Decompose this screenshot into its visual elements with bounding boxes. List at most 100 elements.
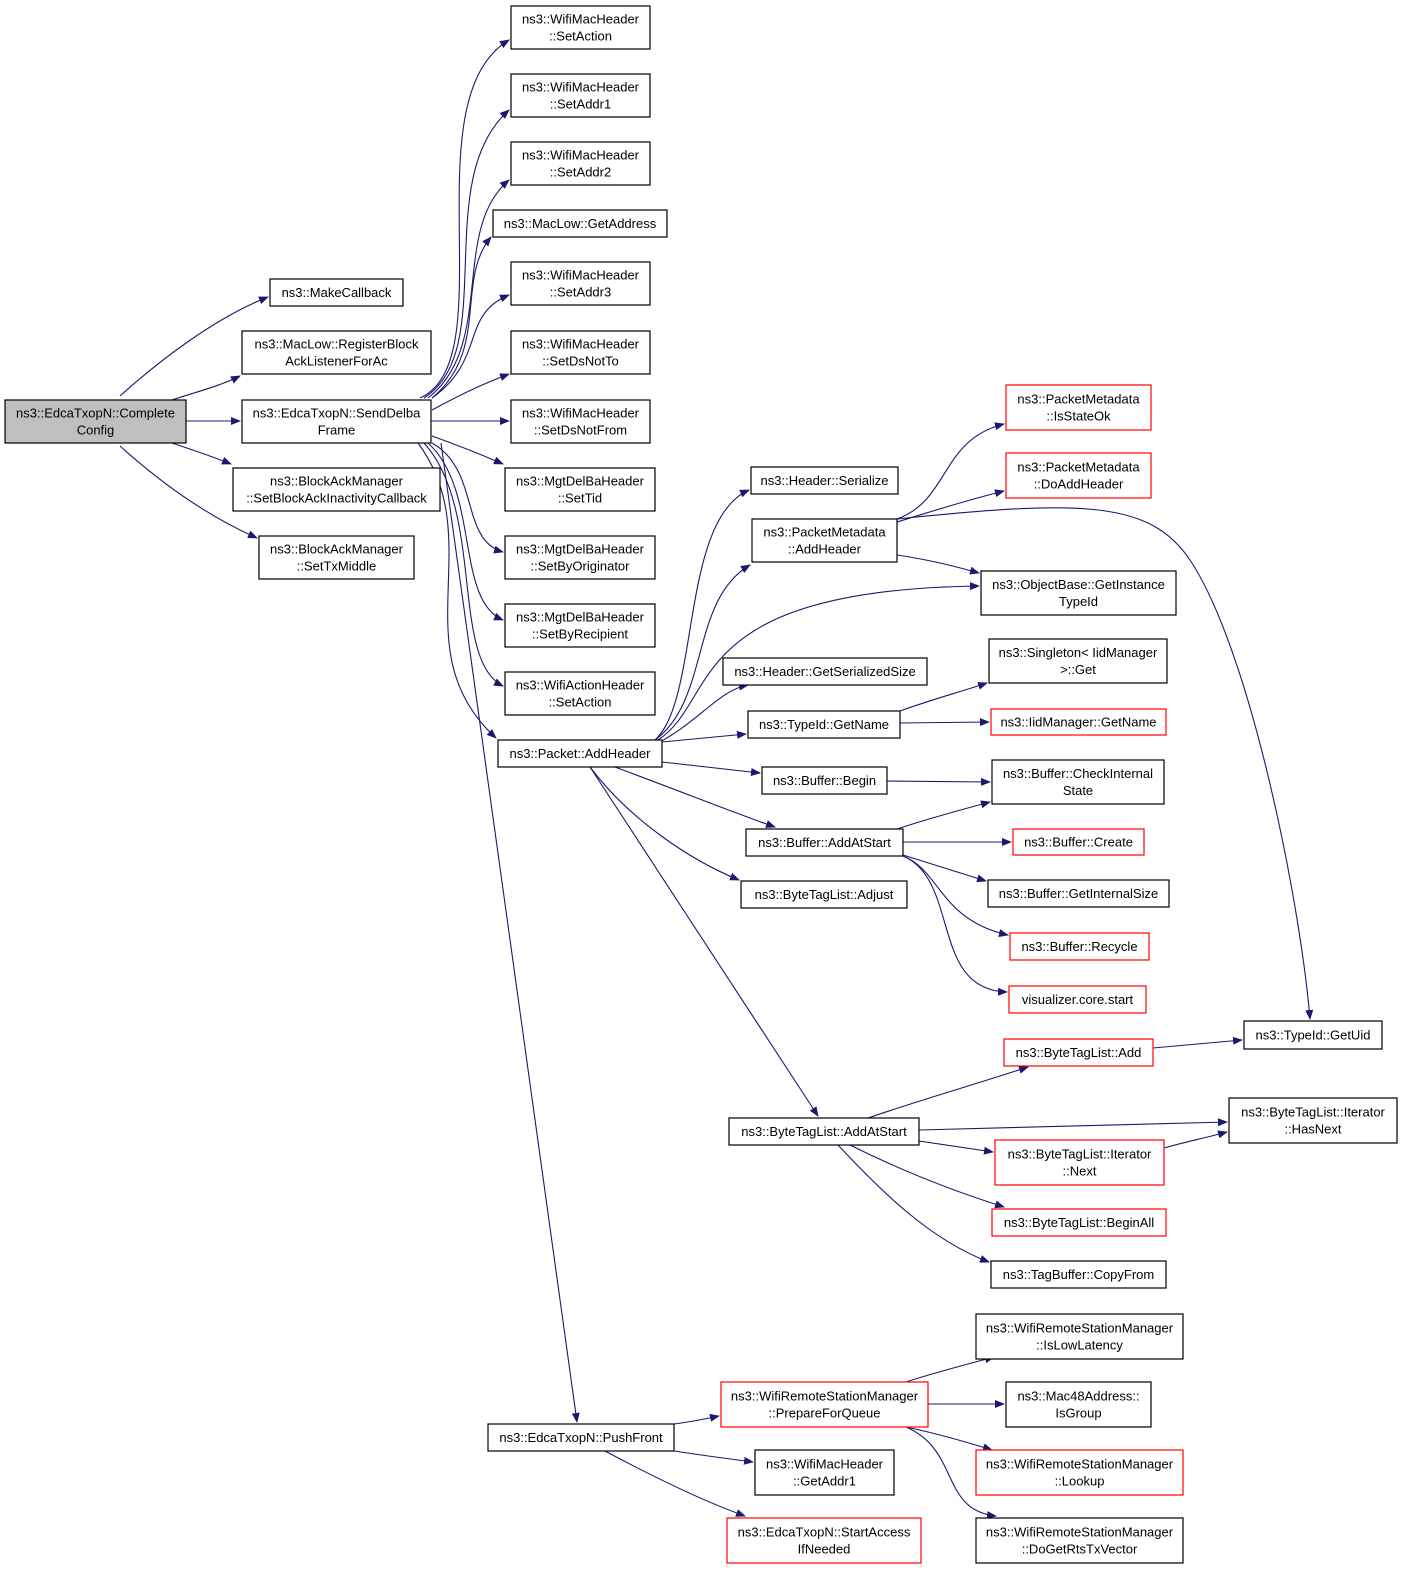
node-mac48-is-group[interactable]: ns3::Mac48Address::IsGroup [1005, 1381, 1152, 1428]
edge-bytetaglist_add_at_start-to-bytetaglist_add [867, 1066, 1029, 1119]
edge-send_delba_frame-to-push_front [440, 442, 580, 1423]
node-bytetaglist-add-at-start[interactable]: ns3::ByteTagList::AddAtStart [728, 1117, 920, 1146]
node-label: ::SetTid [558, 491, 602, 506]
node-wifi-action-set-action[interactable]: ns3::WifiActionHeader::SetAction [504, 671, 656, 716]
node-make-callback[interactable]: ns3::MakeCallback [269, 278, 404, 307]
edge-arrow [1152, 1036, 1243, 1049]
node-box [492, 209, 668, 238]
node-label: ns3::WifiMacHeader [522, 268, 640, 283]
node-label: ns3::WifiMacHeader [522, 406, 640, 421]
node-visualizer-core-start[interactable]: visualizer.core.start [1008, 985, 1147, 1014]
node-bytetaglist-add[interactable]: ns3::ByteTagList::Add [1003, 1038, 1154, 1067]
node-bytetaglist-begin-all[interactable]: ns3::ByteTagList::BeginAll [991, 1208, 1167, 1237]
node-header-serialize[interactable]: ns3::Header::Serialize [750, 466, 899, 495]
node-metadata-do-add-header[interactable]: ns3::PacketMetadata::DoAddHeader [1005, 452, 1152, 499]
node-box [258, 535, 415, 580]
edge-arrow [431, 442, 504, 554]
node-box [497, 739, 663, 768]
node-metadata-add-header[interactable]: ns3::PacketMetadata::AddHeader [751, 518, 898, 563]
edge-arrow [896, 507, 1314, 1020]
node-box [740, 880, 908, 909]
node-set-ds-not-from[interactable]: ns3::WifiMacHeader::SetDsNotFrom [510, 399, 651, 444]
node-is-low-latency[interactable]: ns3::WifiRemoteStationManager::IsLowLate… [975, 1313, 1184, 1360]
node-set-addr2[interactable]: ns3::WifiMacHeader::SetAddr2 [510, 141, 651, 186]
node-tagbuffer-copy-from[interactable]: ns3::TagBuffer::CopyFrom [990, 1260, 1167, 1289]
node-box [510, 261, 651, 306]
node-box [4, 399, 187, 444]
edge-arrow [899, 718, 990, 727]
node-get-addr1[interactable]: ns3::WifiMacHeader::GetAddr1 [754, 1449, 895, 1496]
node-label: ns3::WifiRemoteStationManager [731, 1389, 919, 1404]
node-prepare-for-queue[interactable]: ns3::WifiRemoteStationManager::PrepareFo… [720, 1381, 929, 1428]
node-label: ns3::Header::Serialize [761, 473, 889, 488]
node-label: ::SetAddr2 [550, 165, 611, 180]
node-register-block-ack[interactable]: ns3::MacLow::RegisterBlockAckListenerFor… [241, 330, 432, 375]
edge-arrow [171, 442, 232, 465]
edge-arrow [918, 1118, 1228, 1131]
edge-arrow [902, 855, 1008, 996]
edge-send_delba_frame-to-set_addr3 [431, 294, 510, 399]
node-singleton-get[interactable]: ns3::Singleton< IidManager>::Get [988, 638, 1168, 684]
node-set-tx-middle[interactable]: ns3::BlockAckManager::SetTxMiddle [258, 535, 415, 580]
node-push-front[interactable]: ns3::EdcaTxopN::PushFront [487, 1423, 675, 1452]
node-box [751, 518, 898, 563]
node-set-action-mac[interactable]: ns3::WifiMacHeader::SetAction [510, 5, 651, 50]
node-set-by-recipient[interactable]: ns3::MgtDelBaHeader::SetByRecipient [504, 603, 656, 648]
node-box [1228, 1097, 1398, 1144]
edge-arrow [589, 766, 740, 881]
edge-arrow [171, 375, 241, 401]
edge-layer [119, 39, 1314, 1520]
node-label: ns3::Buffer::Begin [773, 773, 876, 788]
node-buffer-add-at-start[interactable]: ns3::Buffer::AddAtStart [745, 828, 904, 857]
edge-prepare_for_queue-to-do_get_rts_tx_vector [905, 1426, 997, 1520]
node-iidmanager-get-name[interactable]: ns3::IidManager::GetName [990, 708, 1167, 736]
node-do-get-rts-tx-vector[interactable]: ns3::WifiRemoteStationManager::DoGetRtsT… [975, 1517, 1184, 1564]
node-set-by-originator[interactable]: ns3::MgtDelBaHeader::SetByOriginator [504, 535, 656, 580]
node-header-get-serialized-size[interactable]: ns3::Header::GetSerializedSize [722, 657, 928, 686]
node-set-addr3[interactable]: ns3::WifiMacHeader::SetAddr3 [510, 261, 651, 306]
edge-send_delba_frame-to-set_addr2 [427, 179, 510, 399]
node-buffer-recycle[interactable]: ns3::Buffer::Recycle [1009, 932, 1150, 961]
node-set-block-ack-inactivity[interactable]: ns3::BlockAckManager::SetBlockAckInactiv… [232, 467, 441, 512]
node-label: ns3::PacketMetadata [1017, 460, 1140, 475]
node-box [241, 330, 432, 375]
edge-arrow [657, 582, 980, 741]
node-box [747, 710, 901, 739]
node-typeid-get-name[interactable]: ns3::TypeId::GetName [747, 710, 901, 739]
node-box [994, 1139, 1165, 1186]
node-label: ::SetAction [549, 29, 612, 44]
node-bytetaglist-adjust[interactable]: ns3::ByteTagList::Adjust [740, 880, 908, 909]
node-label: ns3::WifiActionHeader [516, 678, 645, 693]
node-packet-add-header[interactable]: ns3::Packet::AddHeader [497, 739, 663, 768]
node-label: ns3::ByteTagList::Add [1016, 1045, 1142, 1060]
edge-bytetaglist_add_at_start-to-iterator_has_next [918, 1118, 1228, 1131]
node-typeid-get-uid[interactable]: ns3::TypeId::GetUid [1243, 1020, 1383, 1050]
node-set-addr1[interactable]: ns3::WifiMacHeader::SetAddr1 [510, 73, 651, 118]
node-label: ns3::BlockAckManager [270, 474, 404, 489]
edge-send_delba_frame-to-maclow_get_address [431, 236, 492, 399]
node-set-tid[interactable]: ns3::MgtDelBaHeader::SetTid [504, 467, 656, 512]
node-iterator-has-next[interactable]: ns3::ByteTagList::Iterator::HasNext [1228, 1097, 1398, 1144]
node-iterator-next[interactable]: ns3::ByteTagList::Iterator::Next [994, 1139, 1165, 1186]
node-manager-lookup[interactable]: ns3::WifiRemoteStationManager::Lookup [975, 1449, 1184, 1496]
edge-arrow [604, 1450, 746, 1517]
node-buffer-create[interactable]: ns3::Buffer::Create [1012, 828, 1145, 856]
node-maclow-get-address[interactable]: ns3::MacLow::GetAddress [492, 209, 668, 238]
node-metadata-is-state-ok[interactable]: ns3::PacketMetadata::IsStateOk [1005, 384, 1152, 431]
node-set-ds-not-to[interactable]: ns3::WifiMacHeader::SetDsNotTo [510, 330, 651, 375]
edge-send_delba_frame-to-set_tid [431, 435, 504, 465]
node-box [1005, 384, 1152, 431]
edge-arrow [867, 1066, 1029, 1119]
node-label: ::SetAction [549, 695, 612, 710]
node-label: ns3::WifiMacHeader [766, 1457, 884, 1472]
edge-arrow [423, 442, 504, 687]
node-buffer-begin[interactable]: ns3::Buffer::Begin [761, 766, 888, 795]
node-buffer-get-internal-size[interactable]: ns3::Buffer::GetInternalSize [987, 879, 1170, 908]
